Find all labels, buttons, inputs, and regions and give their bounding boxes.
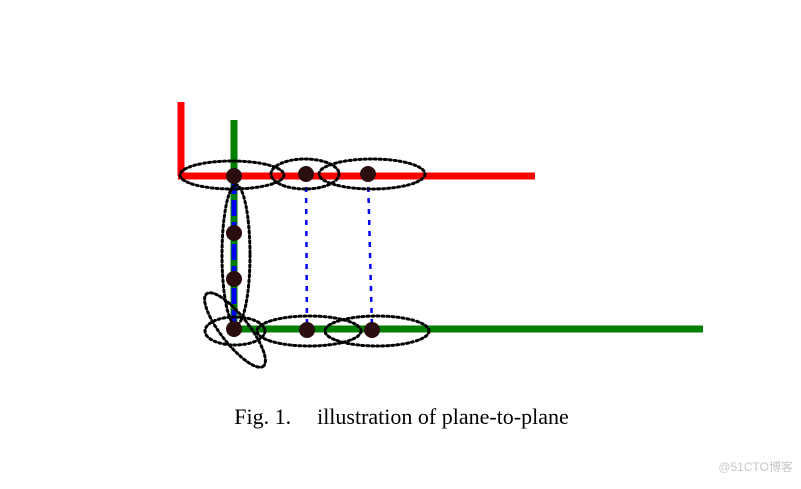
node — [299, 322, 315, 338]
figure-caption: Fig. 1. illustration of plane-to-plane — [0, 404, 801, 430]
group-ellipse — [203, 315, 267, 347]
caption-text: illustration of plane-to-plane — [317, 404, 569, 429]
group-ellipse — [317, 157, 427, 191]
caption-label: Fig. 1. — [234, 404, 292, 429]
node — [226, 168, 242, 184]
node — [226, 321, 242, 337]
node — [226, 271, 242, 287]
group-ellipse — [203, 291, 267, 369]
node — [360, 166, 376, 182]
group-ellipse — [269, 157, 341, 191]
node — [364, 322, 380, 338]
group-ellipse — [255, 314, 363, 348]
node — [298, 166, 314, 182]
watermark: @51CTO博客 — [718, 460, 793, 474]
node — [226, 225, 242, 241]
group-outlines — [178, 157, 431, 369]
green-plane — [230, 120, 703, 333]
projection-links — [304, 175, 374, 330]
nodes — [226, 166, 380, 338]
group-ellipse — [323, 314, 431, 348]
projection-link — [366, 175, 374, 330]
projection-link — [304, 175, 309, 330]
